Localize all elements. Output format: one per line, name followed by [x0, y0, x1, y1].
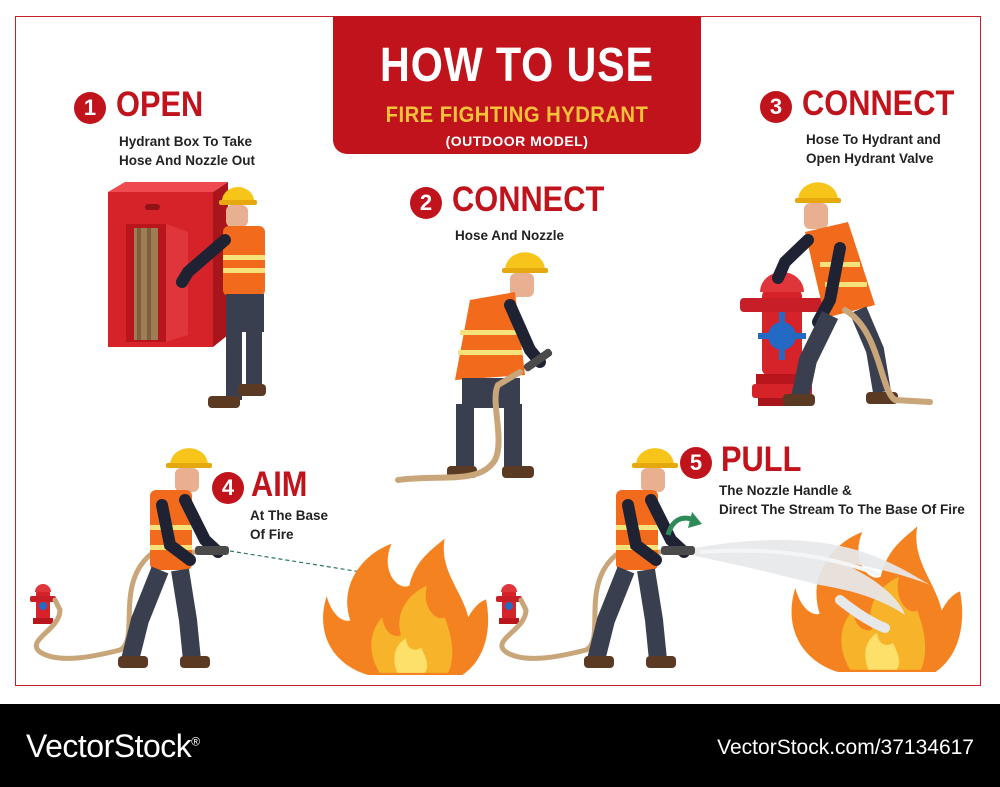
hydrant-icon: [496, 584, 522, 624]
title-model: (OUTDOOR MODEL): [445, 133, 589, 149]
step-3-number: 3: [760, 91, 792, 123]
nozzle-icon: [523, 348, 553, 372]
step-4-number: 4: [212, 472, 244, 504]
registered-mark: ®: [191, 734, 200, 749]
worker-icon: [176, 187, 266, 408]
curved-arrow-icon: [665, 512, 702, 536]
step-1-desc-line1: Hydrant Box To Take: [119, 134, 253, 149]
step-1-number: 1: [74, 92, 106, 124]
step-5-title: PULL: [721, 440, 802, 479]
hydrant-box-icon: [108, 182, 228, 347]
footer-image-code: VectorStock.com/37134617: [717, 736, 974, 759]
title-banner: HOW TO USE FIRE FIGHTING HYDRANT (OUTDOO…: [333, 16, 701, 154]
worker-icon: [447, 252, 548, 478]
footer-brand: VectorStock®: [26, 728, 200, 764]
footer-bar: VectorStock® VectorStock.com/37134617: [0, 704, 1000, 787]
title-sub: FIRE FIGHTING HYDRANT: [385, 102, 649, 127]
step-1-title: OPEN: [116, 85, 204, 124]
water-stream-icon: [695, 539, 930, 633]
hydrant-icon: [30, 584, 56, 624]
step-2-desc-line1: Hose And Nozzle: [455, 228, 565, 243]
step-3-title: CONNECT: [802, 84, 955, 123]
hydrant-icon: [740, 272, 824, 406]
nozzle-icon: [195, 546, 229, 555]
step-5-number: 5: [680, 447, 712, 479]
fire-icon: [323, 538, 489, 675]
step-2-number: 2: [410, 187, 442, 219]
step-5-desc-line1: The Nozzle Handle &: [719, 483, 852, 498]
step-4-title: AIM: [251, 465, 308, 504]
step-3-desc-line2: Open Hydrant Valve: [806, 151, 934, 166]
worker-icon: [584, 448, 690, 668]
step-2-title: CONNECT: [452, 180, 605, 219]
nozzle-icon: [661, 546, 695, 555]
step-3-desc-line1: Hose To Hydrant and: [806, 132, 941, 147]
worker-icon: [118, 448, 224, 668]
illustrations: [30, 182, 963, 675]
title-main: HOW TO USE: [380, 39, 654, 92]
step-1-desc-line2: Hose And Nozzle Out: [119, 153, 256, 168]
step-4-desc-line1: At The Base: [250, 508, 329, 523]
step-4-desc-line2: Of Fire: [250, 527, 294, 542]
step-5-desc-line2: Direct The Stream To The Base Of Fire: [719, 502, 965, 517]
